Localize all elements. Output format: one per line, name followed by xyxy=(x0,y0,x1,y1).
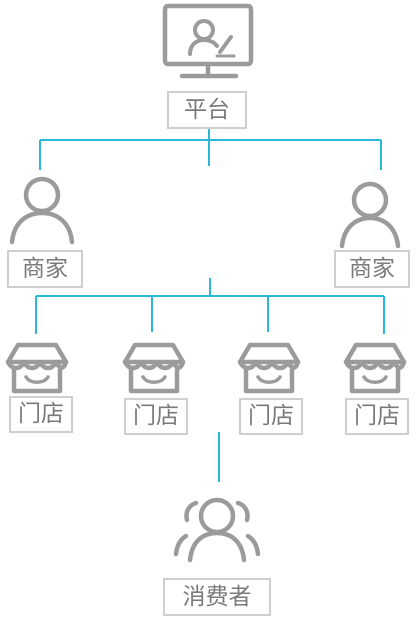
group-users-icon xyxy=(173,497,261,563)
store-label-2: 门店 xyxy=(124,398,188,435)
platform-label: 平台 xyxy=(167,91,247,129)
computer-user-icon xyxy=(162,3,254,79)
person-icon xyxy=(339,181,401,249)
store-icon xyxy=(5,342,69,394)
store-label-4: 门店 xyxy=(345,398,409,435)
merchant-label-right: 商家 xyxy=(334,250,410,288)
store-label-3: 门店 xyxy=(239,398,303,435)
consumers-label: 消费者 xyxy=(163,578,271,616)
merchant-label-left: 商家 xyxy=(7,250,83,288)
store-icon xyxy=(343,342,407,394)
store-label-1: 门店 xyxy=(9,396,73,433)
store-icon xyxy=(237,342,301,394)
store-icon xyxy=(122,342,186,394)
person-icon xyxy=(9,176,75,245)
